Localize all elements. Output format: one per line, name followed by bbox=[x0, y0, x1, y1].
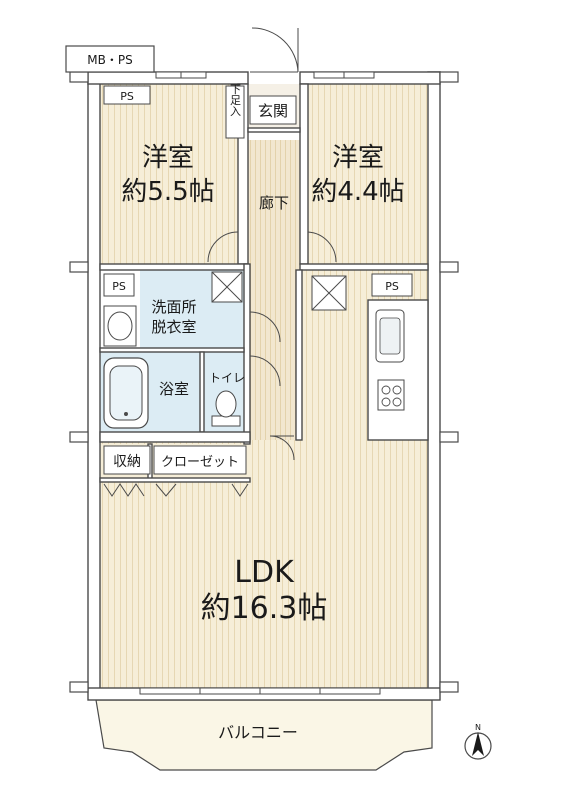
ps-box-top bbox=[103, 85, 151, 105]
ldk-name: LDK bbox=[234, 555, 295, 590]
exterior-stubs bbox=[69, 71, 459, 693]
room-western-5-5-floor bbox=[100, 84, 238, 264]
toilet-label: トイレ bbox=[209, 371, 245, 385]
storage-label-box bbox=[103, 445, 151, 475]
ps-box-left bbox=[103, 273, 135, 297]
ps-top-label: PS bbox=[120, 90, 134, 103]
balcony-floor bbox=[95, 699, 433, 771]
corridor-floor bbox=[248, 140, 300, 440]
getabako-label: 下足入 bbox=[229, 84, 242, 117]
north-label: N bbox=[475, 723, 481, 732]
kitchen-stove bbox=[377, 379, 405, 411]
genkan-label-box bbox=[249, 95, 297, 125]
getabako-box bbox=[225, 85, 245, 139]
wash-basin bbox=[103, 305, 137, 347]
bathtub bbox=[103, 357, 149, 429]
fridge-space bbox=[311, 275, 347, 311]
corridor-label: 廊下 bbox=[259, 194, 289, 212]
balcony-label: バルコニー bbox=[218, 723, 298, 742]
room-4-4-size: 約4.4帖 bbox=[311, 177, 404, 207]
room-5-5-size: 約5.5帖 bbox=[121, 177, 214, 207]
washroom-label-line2: 脱衣室 bbox=[151, 318, 196, 336]
kitchen-sink bbox=[375, 309, 405, 363]
ps-left-label: PS bbox=[112, 280, 126, 293]
bath-label: 浴室 bbox=[159, 380, 189, 398]
closet-label-box bbox=[153, 445, 247, 475]
toilet-fixture bbox=[211, 390, 241, 427]
room-4-4-name: 洋室 bbox=[332, 143, 384, 173]
washroom-label-line1: 洗面所 bbox=[151, 298, 196, 316]
interior-doors bbox=[207, 231, 337, 461]
ps-right-label: PS bbox=[385, 280, 399, 293]
genkan-label: 玄関 bbox=[258, 102, 288, 120]
ldk-size: 約16.3帖 bbox=[201, 591, 328, 626]
room-5-5-name: 洋室 bbox=[142, 143, 194, 173]
mb-ps-box bbox=[65, 45, 155, 73]
mb-ps-label: MB・PS bbox=[87, 53, 132, 67]
windows bbox=[139, 71, 381, 695]
north-arrow-icon bbox=[464, 732, 492, 760]
closet-doors bbox=[103, 483, 249, 497]
room-western-4-4-floor bbox=[308, 84, 428, 264]
ps-box-right bbox=[371, 273, 413, 297]
closet-label: クローゼット bbox=[161, 455, 239, 470]
storage-label: 収納 bbox=[113, 454, 141, 470]
washing-machine-pan bbox=[211, 271, 243, 303]
front-door bbox=[250, 27, 299, 73]
